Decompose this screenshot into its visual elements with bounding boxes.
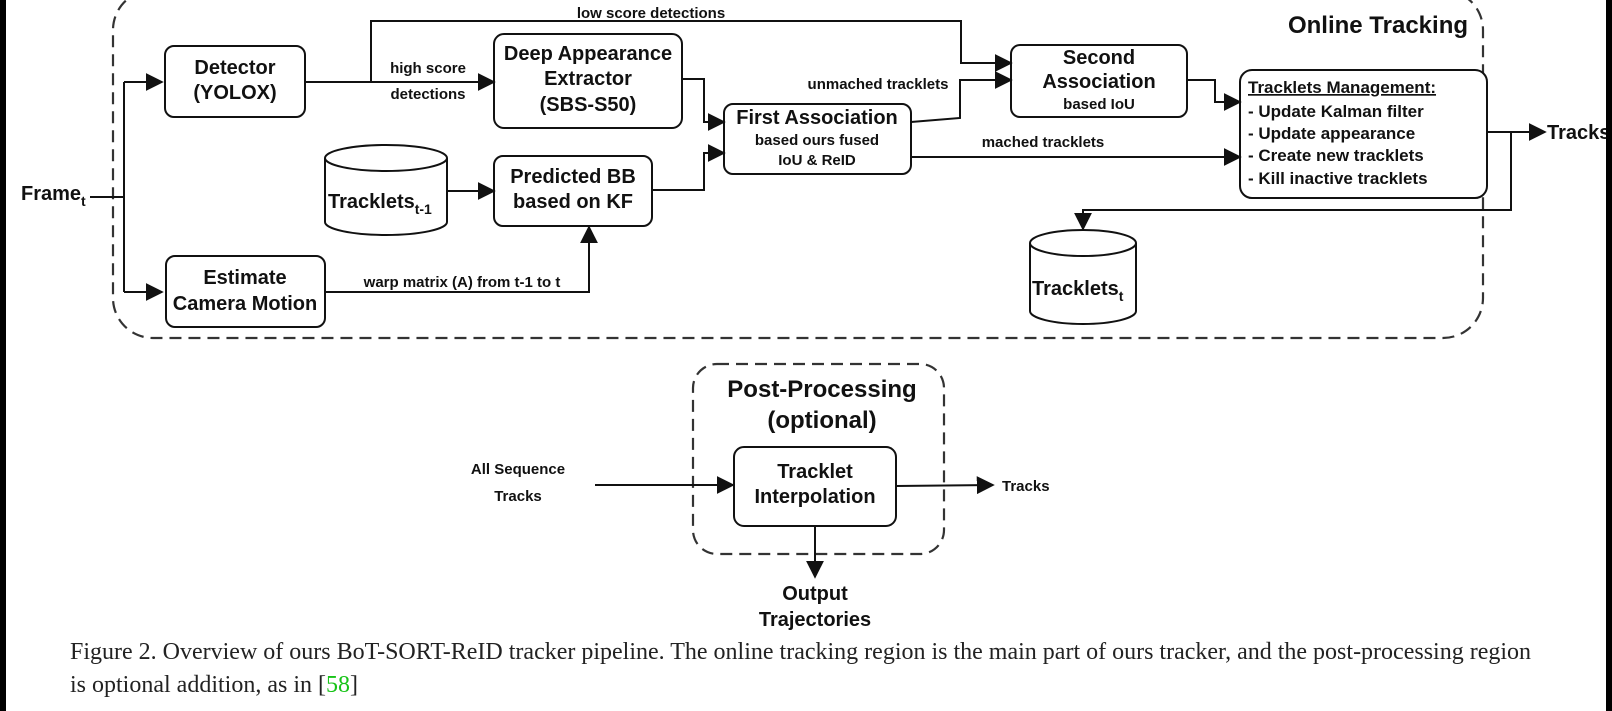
sequence-input-2: Tracks — [494, 488, 542, 505]
management-item: - Update Kalman filter — [1248, 102, 1424, 121]
management-item: - Kill inactive tracklets — [1248, 169, 1428, 188]
appearance-line2: Extractor — [544, 68, 632, 90]
edge-feedback-to-tracklets — [1074, 132, 1512, 231]
edge-unmatched — [910, 71, 1013, 123]
edge-warp-label: warp matrix (A) from t-1 to t — [363, 274, 561, 291]
interpolation-line2: Interpolation — [754, 486, 875, 508]
appearance-line3: (SBS-S50) — [540, 94, 637, 116]
edge-second-to-management — [1187, 79, 1242, 111]
post-processing-title-2: (optional) — [767, 407, 876, 434]
tracklets-management-box — [1239, 69, 1488, 199]
edge-matched-label: mached tracklets — [982, 134, 1105, 151]
tracklets-curr-label: Trackletst — [1032, 278, 1124, 304]
edge-high-score-1: high score — [390, 60, 466, 77]
detector-line1: Detector — [194, 57, 275, 79]
second-assoc-line2: Association — [1042, 71, 1155, 93]
sequence-input-1: All Sequence — [471, 461, 565, 478]
first-assoc-line1: First Association — [736, 107, 898, 129]
frame-bus — [90, 82, 125, 292]
frame-input-label: Framet — [21, 183, 86, 209]
camera-motion-line2: Camera Motion — [173, 293, 317, 315]
trajectories-line2: Trajectories — [759, 609, 871, 631]
interpolation-line1: Tracklet — [777, 461, 853, 483]
edge-high-score-2: detections — [390, 86, 465, 103]
window-right-edge — [1606, 0, 1612, 711]
predicted-bb-line1: Predicted BB — [510, 166, 636, 188]
window-left-edge — [0, 0, 6, 711]
edge-warp — [325, 225, 598, 293]
edge-appearance-to-first — [682, 78, 726, 131]
tracklets-curr-cylinder — [1029, 229, 1137, 325]
appearance-line1: Deep Appearance — [504, 43, 672, 65]
post-processing-region — [691, 362, 946, 556]
detector-line2: (YOLOX) — [193, 82, 276, 104]
edge-low-score-label: low score detections — [577, 5, 725, 22]
post-output-label: Tracks — [1002, 478, 1050, 495]
first-association-box — [723, 103, 912, 175]
tracklets-prev-label: Trackletst-1 — [328, 191, 432, 217]
post-processing-title-1: Post-Processing — [727, 376, 916, 403]
first-assoc-line3: IoU & ReID — [778, 152, 856, 169]
edge-unmatched-label: unmached tracklets — [808, 76, 949, 93]
edge-predicted-to-first — [652, 144, 726, 191]
second-assoc-line3: based IoU — [1063, 96, 1135, 113]
management-title: Tracklets Management: — [1248, 78, 1436, 97]
tracklets-prev-cylinder — [324, 144, 448, 236]
second-assoc-line1: Second — [1063, 47, 1135, 69]
online-output-label: Tracks — [1547, 122, 1610, 144]
trajectories-line1: Output — [782, 583, 848, 605]
caption-close: ] — [349, 672, 358, 698]
edge-interp-to-tracks — [895, 476, 995, 495]
predicted-bb-line2: based on KF — [513, 191, 633, 213]
citation-link[interactable]: 58 — [325, 672, 350, 698]
online-tracking-title: Online Tracking — [1288, 12, 1468, 39]
first-assoc-line2: based ours fused — [755, 132, 879, 149]
edge-low-score — [370, 20, 1013, 82]
caption-text: Figure 2. Overview of ours BoT-SORT-ReID… — [70, 639, 1532, 698]
management-item: - Create new tracklets — [1248, 146, 1424, 165]
management-item: - Update appearance — [1248, 124, 1415, 143]
figure-caption: Figure 2. Overview of ours BoT-SORT-ReID… — [70, 636, 1550, 702]
camera-motion-line1: Estimate — [203, 267, 286, 289]
